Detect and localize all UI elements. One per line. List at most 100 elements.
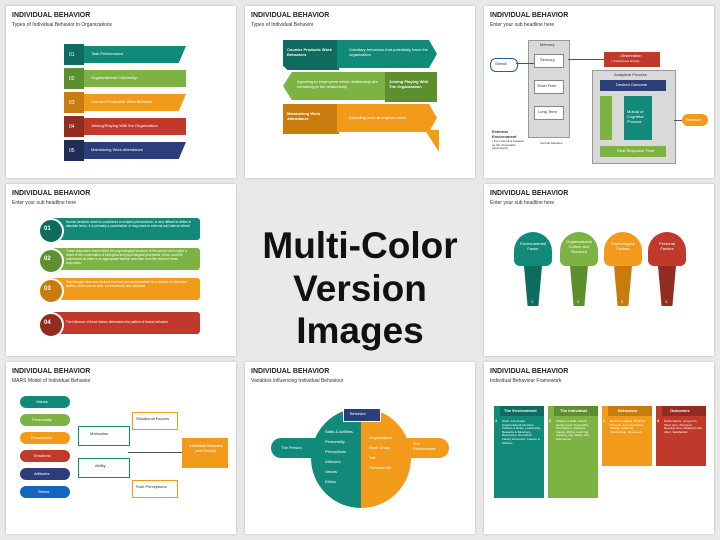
internal-label: Internal Attitudes <box>540 141 563 145</box>
left-pill-label: Personality <box>32 417 52 422</box>
result-box <box>182 438 228 468</box>
situational-label: Situational Factors <box>136 416 170 421</box>
row-1-arrow <box>337 40 437 68</box>
item-number: 04 <box>69 124 75 130</box>
ribbon-2 <box>66 70 186 87</box>
item-text: Organizational Citizenship <box>91 75 138 80</box>
slide-title: INDIVIDUAL BEHAVIOR <box>12 368 91 375</box>
factor-name: Organizational Culture and Structure <box>566 239 592 254</box>
person-list-item: Personality <box>325 439 345 444</box>
long-term-box <box>534 106 564 120</box>
column-body: Abilities & skills, Family background, P… <box>556 419 590 441</box>
person-label: The Person <box>281 445 302 450</box>
item-number: 01 <box>69 52 75 58</box>
num-tab-2 <box>64 68 84 89</box>
column-body: Work: Job design, Organizational structu… <box>502 419 542 445</box>
cognitive-process-box <box>624 96 652 140</box>
item-circle-3 <box>38 278 64 304</box>
observation-label: Observation <box>620 53 642 58</box>
thumbnail-slide-2[interactable]: INDIVIDUAL BEHAVIOR Types of Individual … <box>245 6 475 178</box>
role-label: Role Perceptions <box>136 484 167 489</box>
ability-label: Ability <box>95 463 106 468</box>
behavior-label: Behavior <box>686 117 702 122</box>
item-text: Human behavior which is considered a com… <box>66 220 192 228</box>
person-list-item: Skills & Abilities <box>325 429 353 434</box>
short-term-label: Short Term <box>537 83 557 88</box>
factor-name: Environmental Factor <box>520 241 546 251</box>
person-list-item: Attitudes <box>325 459 341 464</box>
factor-head-4 <box>648 232 686 266</box>
external-label: External Environment <box>492 129 517 139</box>
item-circle-1 <box>38 218 64 244</box>
long-term-label: Long Term <box>538 109 557 114</box>
item-bar-1 <box>50 218 200 240</box>
slide-subtitle: Individual Behaviour Framework <box>490 378 562 384</box>
slide-title: INDIVIDUAL BEHAVIOR <box>490 12 569 19</box>
factor-head-1 <box>514 232 552 266</box>
slide-title: INDIVIDUAL BEHAVIOR <box>12 12 91 19</box>
row-2-label-box <box>385 72 437 102</box>
role-box <box>132 480 178 498</box>
connector-line <box>516 63 534 64</box>
connector-line <box>568 59 604 60</box>
left-pill-6 <box>20 486 70 498</box>
slide-title: INDIVIDUAL BEHAVIOR <box>490 368 569 375</box>
env-list-item: Personal life <box>369 465 392 470</box>
row-desc: Attending work at required times <box>349 115 407 120</box>
thumbnail-slide-4[interactable]: INDIVIDUAL BEHAVIOR Enter your sub headl… <box>6 184 236 356</box>
observation-sub: ( Unobserved stimuli) <box>611 59 640 63</box>
item-bar-2 <box>50 248 200 270</box>
person-list-item: Values <box>325 469 337 474</box>
factor-name: Psychological Factors <box>610 241 636 251</box>
desired-outcome-label: Desired Outcome <box>616 82 648 87</box>
left-pill-2 <box>20 414 70 426</box>
item-number: 04 <box>44 320 51 326</box>
behavior-label-box <box>343 408 381 422</box>
thumbnail-slide-6[interactable]: INDIVIDUAL BEHAVIOR MARS Model of Indivi… <box>6 362 236 534</box>
factor-num: 2 <box>577 299 580 304</box>
row-label: Counter Products Work Behaviors <box>287 47 332 57</box>
slide-subtitle: Enter your sub headline here <box>490 200 555 206</box>
column-num: 1 <box>495 418 498 423</box>
item-text: Task Performance <box>91 51 124 56</box>
analytical-label: Analytical Process <box>614 72 647 77</box>
column-1 <box>494 406 544 498</box>
behavior-label: Behavior <box>350 411 366 416</box>
thumbnail-slide-7[interactable]: INDIVIDUAL BEHAVIOR Variables Influencin… <box>245 362 475 534</box>
thumbnail-slide-5[interactable]: INDIVIDUAL BEHAVIOR Enter your sub headl… <box>484 184 714 356</box>
row-3-label-box <box>283 104 339 134</box>
slide-title: INDIVIDUAL BEHAVIOR <box>490 190 569 197</box>
motivation-box <box>78 426 130 446</box>
column-num: 3 <box>603 418 606 423</box>
item-circle-4 <box>38 312 64 338</box>
center-title-line-1: Multi-Color <box>262 225 458 266</box>
motivation-label: Motivation <box>90 431 109 436</box>
observation-box <box>604 52 660 67</box>
thumbnail-slide-1[interactable]: INDIVIDUAL BEHAVIOR Types of Individual … <box>6 6 236 178</box>
row-label: Maintaining Work Attendance <box>287 111 321 121</box>
thumbnail-slide-3[interactable]: INDIVIDUAL BEHAVIOR Enter your sub headl… <box>484 6 714 178</box>
stimuli-label: Stimuli <box>495 61 508 66</box>
connector-line <box>128 452 182 453</box>
column-head: Behaviour <box>618 408 638 413</box>
column-4-head <box>662 406 706 416</box>
ribbon-5 <box>66 142 186 159</box>
situational-box <box>132 412 178 430</box>
column-body: Performance, Long term, Short term, Pers… <box>664 419 703 434</box>
num-tab-3 <box>64 92 84 113</box>
slide-subtitle: Variables Influencing Individual Behavio… <box>251 378 344 384</box>
row-label: Joining Playing With The Organization <box>389 79 429 89</box>
factor-stem-1 <box>524 266 542 306</box>
item-number: 01 <box>44 226 51 232</box>
item-text: Maintaining Work Attendance <box>91 147 143 152</box>
item-text: Psychologist have seen believe that both… <box>66 280 188 288</box>
column-head: The Individual <box>560 408 587 413</box>
thumbnail-slide-8[interactable]: INDIVIDUAL BEHAVIOR Individual Behaviour… <box>484 362 714 534</box>
person-list-item: Perceptions <box>325 449 347 454</box>
memory-label: Memory <box>540 42 555 47</box>
desired-outcome-box <box>600 80 666 91</box>
env-list-item: Work Group <box>369 445 391 450</box>
left-pill-4 <box>20 450 70 462</box>
item-number: 03 <box>69 100 75 106</box>
row-2-arrow <box>283 72 393 100</box>
